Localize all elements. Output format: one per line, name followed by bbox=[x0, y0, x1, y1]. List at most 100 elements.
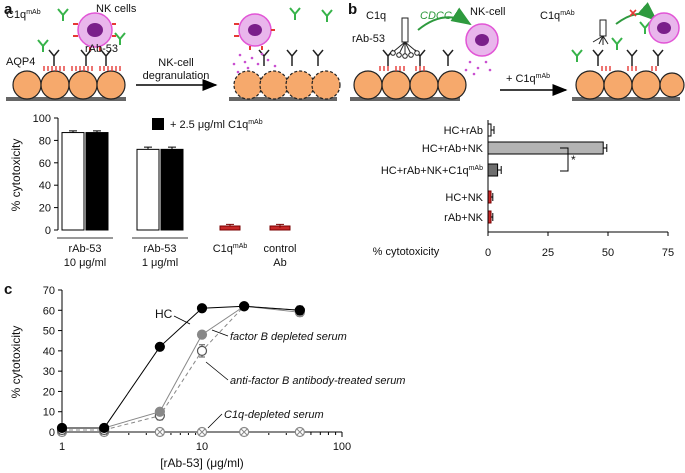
x-tick-label: 0 bbox=[485, 247, 491, 259]
data-point bbox=[294, 305, 305, 316]
chart-c-ylabel: % cytotoxicity bbox=[9, 326, 23, 399]
nk-nucleus bbox=[475, 34, 489, 46]
data-point bbox=[154, 341, 165, 352]
target-cell bbox=[409, 70, 439, 100]
data-point-x bbox=[156, 428, 164, 436]
panel-label-a: a bbox=[4, 1, 13, 18]
svg-text:+ C1qmAb: + C1qmAb bbox=[506, 73, 550, 85]
bar bbox=[160, 148, 184, 231]
y-tick-label: 50 bbox=[43, 326, 55, 338]
data-point bbox=[196, 329, 208, 340]
arrow-label-1: NK-cell bbox=[158, 57, 193, 69]
bar bbox=[136, 148, 160, 231]
label-rab53: rAb-53 bbox=[352, 33, 385, 45]
granules bbox=[464, 60, 492, 76]
c1q-antibody-icon bbox=[289, 7, 333, 22]
svg-text:+ 2.5 μg/ml C1qmAb: + 2.5 μg/ml C1qmAb bbox=[170, 119, 263, 131]
nk-receptors bbox=[73, 23, 116, 51]
label-rab53: rAb-53 bbox=[85, 43, 118, 55]
group-label: rAb-53 bbox=[68, 243, 101, 255]
y-tick-label: 0 bbox=[49, 427, 55, 439]
group-label-sup: mAb bbox=[233, 243, 248, 250]
error-bar bbox=[491, 193, 494, 201]
panel-label-b: b bbox=[348, 1, 357, 18]
schematic-b: C1q CDCC NK-cell rAb-53 + C1qmAb C1qmAb bbox=[350, 2, 685, 101]
y-tick-label: 70 bbox=[43, 285, 55, 297]
error-bar bbox=[226, 223, 234, 227]
bar bbox=[487, 163, 499, 177]
bar-label-text: HC+rAb+NK+C1q bbox=[381, 165, 469, 177]
x-tick-label: 50 bbox=[602, 247, 614, 259]
x-tick-label: 100 bbox=[333, 441, 351, 453]
data-point bbox=[99, 422, 110, 434]
series-label-anti-factor-b: anti-factor B antibody-treated serum bbox=[230, 375, 405, 387]
arrow-label: + C1q bbox=[506, 73, 536, 85]
group-label-text: C1q bbox=[213, 243, 233, 255]
label-nk-cells: NK cells bbox=[96, 3, 137, 15]
block-x-icon bbox=[629, 9, 637, 17]
chart-c: % cytotoxicity [rAb-53] (μg/ml) 01020304… bbox=[9, 285, 405, 470]
legend-text: + 2.5 μg/ml C1q bbox=[170, 119, 248, 131]
label-nk-cell: NK-cell bbox=[470, 6, 505, 18]
cdcc-arrow bbox=[417, 7, 472, 31]
significance-bracket bbox=[560, 147, 569, 172]
target-cell bbox=[631, 70, 661, 100]
target-cell bbox=[659, 72, 685, 98]
y-tick-label: 40 bbox=[39, 180, 51, 192]
membrane-base bbox=[6, 97, 126, 101]
arrow-label-sup: mAb bbox=[536, 73, 551, 80]
nk-nucleus bbox=[87, 23, 103, 37]
data-point-x bbox=[198, 428, 206, 436]
label-c1q: C1q bbox=[366, 10, 386, 22]
data-point bbox=[56, 422, 68, 434]
y-tick-label: 10 bbox=[43, 407, 55, 419]
y-tick-label: 40 bbox=[43, 346, 55, 358]
svg-text:C1qmAb: C1qmAb bbox=[6, 9, 41, 21]
membrane-base bbox=[229, 97, 337, 101]
target-cell bbox=[381, 70, 411, 100]
target-cell bbox=[96, 70, 126, 100]
x-tick-label: 1 bbox=[59, 441, 65, 453]
error-bar bbox=[603, 144, 608, 152]
target-cell bbox=[40, 70, 70, 100]
c1q-icon bbox=[390, 17, 420, 59]
bar-label: HC+rAb+NK bbox=[422, 143, 484, 155]
label-c1q-mab: C1q bbox=[6, 9, 26, 21]
error-bar bbox=[93, 130, 101, 133]
bar-label-text: HC+rAb bbox=[444, 125, 483, 137]
significance-star: * bbox=[571, 153, 576, 167]
error-bar bbox=[491, 126, 495, 134]
bar-label-text: rAb+NK bbox=[444, 212, 483, 224]
error-bar bbox=[168, 146, 176, 150]
data-point bbox=[196, 303, 208, 314]
bar-label-text: HC+rAb+NK bbox=[422, 143, 484, 155]
y-tick-label: 60 bbox=[43, 305, 55, 317]
x-tick-label: 75 bbox=[662, 247, 674, 259]
chart-c-xlabel: [rAb-53] (μg/ml) bbox=[160, 456, 244, 470]
label-aqp4: AQP4 bbox=[6, 56, 35, 68]
error-bar bbox=[276, 223, 284, 228]
nk-nucleus bbox=[248, 24, 262, 36]
error-bar bbox=[69, 130, 77, 133]
series-label-hc: HC bbox=[155, 307, 173, 321]
target-cell bbox=[68, 70, 98, 100]
antibody-icon bbox=[258, 49, 324, 66]
bar bbox=[85, 132, 109, 231]
group-label-text: rAb-53 bbox=[143, 243, 176, 255]
group-label: C1qmAb bbox=[213, 243, 248, 255]
c1q-antibody-icon bbox=[571, 21, 651, 62]
error-bar bbox=[497, 166, 502, 174]
series-line bbox=[62, 305, 300, 429]
chart-b: HC+rAbHC+rAb+NKHC+rAb+NK+C1qmAbHC+NKrAb+… bbox=[373, 120, 674, 259]
group-label: control bbox=[263, 243, 296, 255]
x-tick-label: 25 bbox=[542, 247, 554, 259]
error-bar bbox=[491, 213, 494, 221]
membrane-base bbox=[572, 97, 680, 101]
aqp4-receptors bbox=[43, 66, 121, 71]
target-cell bbox=[12, 70, 42, 100]
group-label-text: control bbox=[263, 243, 296, 255]
svg-text:C1qmAb: C1qmAb bbox=[540, 10, 575, 22]
arrow-label-2: degranulation bbox=[143, 70, 210, 82]
